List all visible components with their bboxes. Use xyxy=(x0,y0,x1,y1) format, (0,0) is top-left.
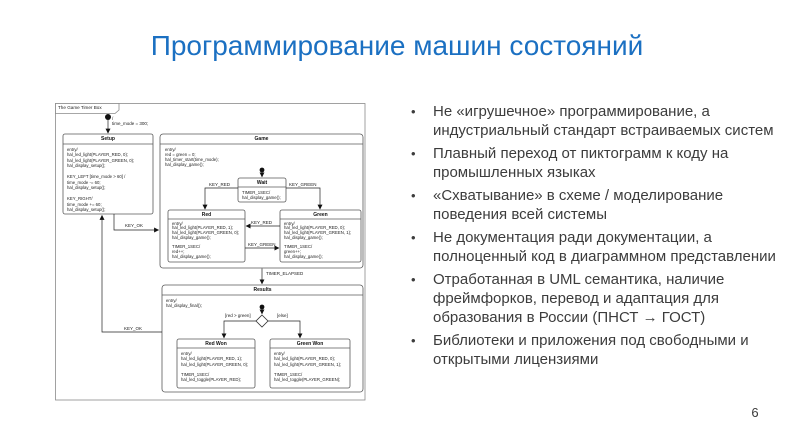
bullet-text: Не документация ради документации, а пол… xyxy=(433,229,776,265)
page-title: Программирование машин состояний xyxy=(150,30,644,61)
key-red-mid-label: KEY_RED xyxy=(251,219,273,225)
green-state-title: Green xyxy=(313,211,328,218)
bullet-text: Отработанная в UML семантика, наличие фр… xyxy=(433,271,725,326)
setup-state-box xyxy=(62,133,154,215)
frame-label: The Game Timer Box xyxy=(58,105,102,110)
game-state-title: Game xyxy=(254,135,269,142)
results-state-body: entry/ hal_display_final(); xyxy=(166,297,202,308)
key-ok-setup-game-label: KEY_OK xyxy=(125,223,144,228)
state-title-separators xyxy=(63,143,363,349)
wait-state-title: Wait xyxy=(256,179,268,186)
bullet-text: Не «игрушечное» программирование, а инду… xyxy=(433,103,774,139)
initial-dot-results xyxy=(259,304,265,310)
bullet-icon: • xyxy=(411,333,416,348)
setup-state-body: entry/ hal_led_light(PLAYER_RED, 0); hal… xyxy=(67,146,135,213)
green-state-box xyxy=(279,209,362,263)
red-state-body: entry/ hal_led_light(PLAYER_RED, 1); hal… xyxy=(172,220,240,260)
red-won-state-title: Red Won xyxy=(205,340,227,347)
bullet-list: • Не «игрушечное» программирование, а ин… xyxy=(407,102,779,373)
transition-wait-green xyxy=(286,187,323,210)
red-state-box xyxy=(167,209,246,263)
page-number: 6 xyxy=(751,405,759,420)
list-item: • «Схватывание» в схеме / моделирование … xyxy=(407,186,779,224)
key-green-mid-label: KEY_GREEN xyxy=(248,241,276,247)
diagram-canvas xyxy=(55,103,366,401)
green-won-state-title: Green Won xyxy=(296,340,324,347)
transition-setup-game xyxy=(113,214,160,233)
initial-pseudostates xyxy=(105,114,265,310)
key-green-wait-label: KEY_GREEN xyxy=(289,182,317,187)
list-item: • Библиотеки и приложения под свободными… xyxy=(407,331,779,369)
wait-state-box xyxy=(237,177,287,203)
transition-choice-greenwon xyxy=(268,320,303,339)
red-won-state-body: entry/ hal_led_light(PLAYER_RED, 1); hal… xyxy=(181,351,249,383)
bullet-icon: • xyxy=(411,272,416,287)
bullet-text: Библиотеки и приложения под свободными и… xyxy=(433,332,749,368)
bullet-icon: • xyxy=(411,104,416,119)
key-ok-results-setup-label: KEY_OK xyxy=(124,325,143,331)
bullet-icon: • xyxy=(411,188,416,203)
results-state-title: Results xyxy=(253,286,272,293)
wait-state-body: TIMER_1SEC/ hal_display_game(); xyxy=(242,189,281,200)
green-won-state-body: entry/ hal_led_light(PLAYER_RED, 0); hal… xyxy=(274,351,342,383)
initial-dot-game xyxy=(259,167,265,173)
green-won-state-box xyxy=(269,338,351,389)
transitions xyxy=(99,120,323,339)
bullet-text: «Схватывание» в схеме / моделирование по… xyxy=(433,187,724,223)
bullet-text: Плавный переход от пиктограмм к коду на … xyxy=(433,145,729,181)
list-item: • Не «игрушечное» программирование, а ин… xyxy=(407,102,779,140)
list-item: • Отработанная в UML семантика, наличие … xyxy=(407,270,779,327)
red-won-state-box xyxy=(176,338,256,389)
transition-choice-redwon xyxy=(221,320,256,339)
bullet-icon: • xyxy=(411,230,416,245)
setup-state-title: Setup xyxy=(101,135,115,142)
timer-elapsed-label: TIMER_ELAPSED xyxy=(266,271,304,276)
initial-transition-label: / time_mode = 300; xyxy=(112,116,149,126)
transition-wait-red xyxy=(202,187,238,210)
guard-red-greater-label: [red > green] xyxy=(225,312,251,318)
state-machine-diagram: The Game Timer Box / time_mode = 300; Se… xyxy=(55,100,370,403)
game-state-body: entry/ red = green = 0; hal_timer_start(… xyxy=(165,146,219,168)
green-state-body: entry/ hal_led_light(PLAYER_RED, 0); hal… xyxy=(284,220,352,260)
bullet-icon: • xyxy=(411,146,416,161)
frame-box xyxy=(55,103,366,401)
choice-diamond xyxy=(255,314,269,328)
guard-else-label: [else] xyxy=(277,312,288,318)
key-red-wait-label: KEY_RED xyxy=(209,182,231,187)
initial-dot-top xyxy=(105,114,111,120)
red-state-title: Red xyxy=(201,211,212,218)
list-item: • Плавный переход от пиктограмм к коду н… xyxy=(407,144,779,182)
state-boxes xyxy=(62,133,364,393)
list-item: • Не документация ради документации, а п… xyxy=(407,228,779,266)
transition-results-setup xyxy=(99,214,162,333)
